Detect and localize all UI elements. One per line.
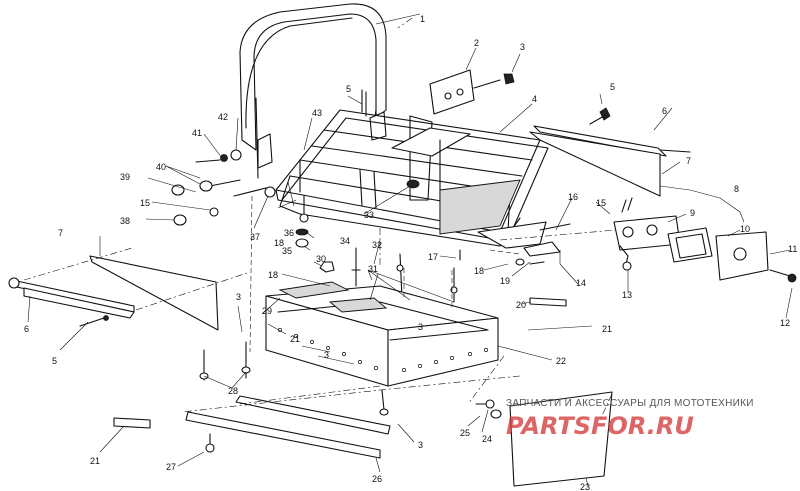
callout-41: 41 (192, 128, 202, 138)
callout-27: 27 (166, 462, 176, 472)
callout-3-d: 3 (324, 350, 329, 360)
rack-frame (275, 109, 549, 247)
callout-4: 4 (532, 94, 537, 104)
callout-28: 28 (228, 386, 238, 396)
callout-14: 14 (576, 278, 586, 288)
upper-left-fasteners (171, 89, 611, 226)
callout-43: 43 (312, 108, 322, 118)
callout-8: 8 (734, 184, 739, 194)
callout-12: 12 (780, 318, 790, 328)
callout-3-c: 3 (418, 322, 423, 332)
callout-10: 10 (740, 224, 750, 234)
site-watermark: ЗАПЧАСТИ И АКСЕССУАРЫ ДЛЯ МОТОТЕХНИКИ PA… (506, 398, 754, 440)
callout-32: 32 (372, 240, 382, 250)
callout-3-e: 3 (418, 440, 423, 450)
callout-1: 1 (420, 14, 425, 24)
callout-29: 29 (262, 306, 272, 316)
callout-7-a: 7 (686, 156, 691, 166)
callout-7-b: 7 (58, 228, 63, 238)
callout-5-b: 5 (610, 82, 615, 92)
callout-38: 38 (120, 216, 130, 226)
storage-box (265, 285, 499, 387)
callout-labels: 1 2 3 4 5 5 6 7 8 9 10 11 12 13 14 15 15… (24, 14, 797, 491)
callout-15-b: 15 (140, 198, 150, 208)
callout-18-b: 18 (268, 270, 278, 280)
callout-5-a: 5 (346, 84, 351, 94)
callout-42: 42 (218, 112, 228, 122)
rivets (278, 328, 488, 372)
callout-23: 23 (580, 482, 590, 491)
callout-20: 20 (516, 300, 526, 310)
callout-9: 9 (690, 208, 695, 218)
callout-11: 11 (788, 244, 797, 254)
callout-15: 15 (596, 198, 606, 208)
callout-6-a: 6 (662, 106, 667, 116)
tail-light (613, 197, 797, 283)
callout-19: 19 (500, 276, 510, 286)
callout-21-b: 21 (290, 334, 300, 344)
license-plate (475, 391, 613, 487)
callout-39: 39 (120, 172, 130, 182)
callout-31: 31 (368, 264, 378, 274)
callout-22: 22 (556, 356, 566, 366)
callout-5-c: 5 (52, 356, 57, 366)
mid-fasteners (295, 195, 458, 303)
backrest (239, 3, 387, 179)
callout-37: 37 (250, 232, 260, 242)
watermark-logo: PARTSFOR.RU (506, 412, 694, 440)
callout-26: 26 (372, 474, 382, 484)
callout-2: 2 (474, 38, 479, 48)
left-rail-assembly (8, 255, 219, 331)
callout-24: 24 (482, 434, 492, 444)
callout-18-c: 18 (274, 238, 284, 248)
callout-30: 30 (316, 254, 326, 264)
callout-33: 33 (364, 210, 374, 220)
callout-3-a: 3 (520, 42, 525, 52)
callout-6-b: 6 (24, 324, 29, 334)
leader-lines (27, 13, 793, 487)
callout-35: 35 (282, 246, 292, 256)
callout-17: 17 (428, 252, 438, 262)
callout-18-a: 18 (474, 266, 484, 276)
callout-21-c: 21 (90, 456, 100, 466)
callout-25: 25 (460, 428, 470, 438)
watermark-caption: ЗАПЧАСТИ И АКСЕССУАРЫ ДЛЯ МОТОТЕХНИКИ (506, 398, 754, 409)
callout-40: 40 (156, 162, 166, 172)
backrest-bracket (429, 69, 515, 115)
callout-36: 36 (284, 228, 294, 238)
callout-34: 34 (340, 236, 350, 246)
callout-16: 16 (568, 192, 578, 202)
right-rail-assembly (529, 125, 691, 197)
callout-21-a: 21 (602, 324, 612, 334)
box-hinges (278, 281, 388, 313)
construction-lines (23, 17, 617, 421)
callout-3-b: 3 (236, 292, 241, 302)
callout-13: 13 (622, 290, 632, 300)
